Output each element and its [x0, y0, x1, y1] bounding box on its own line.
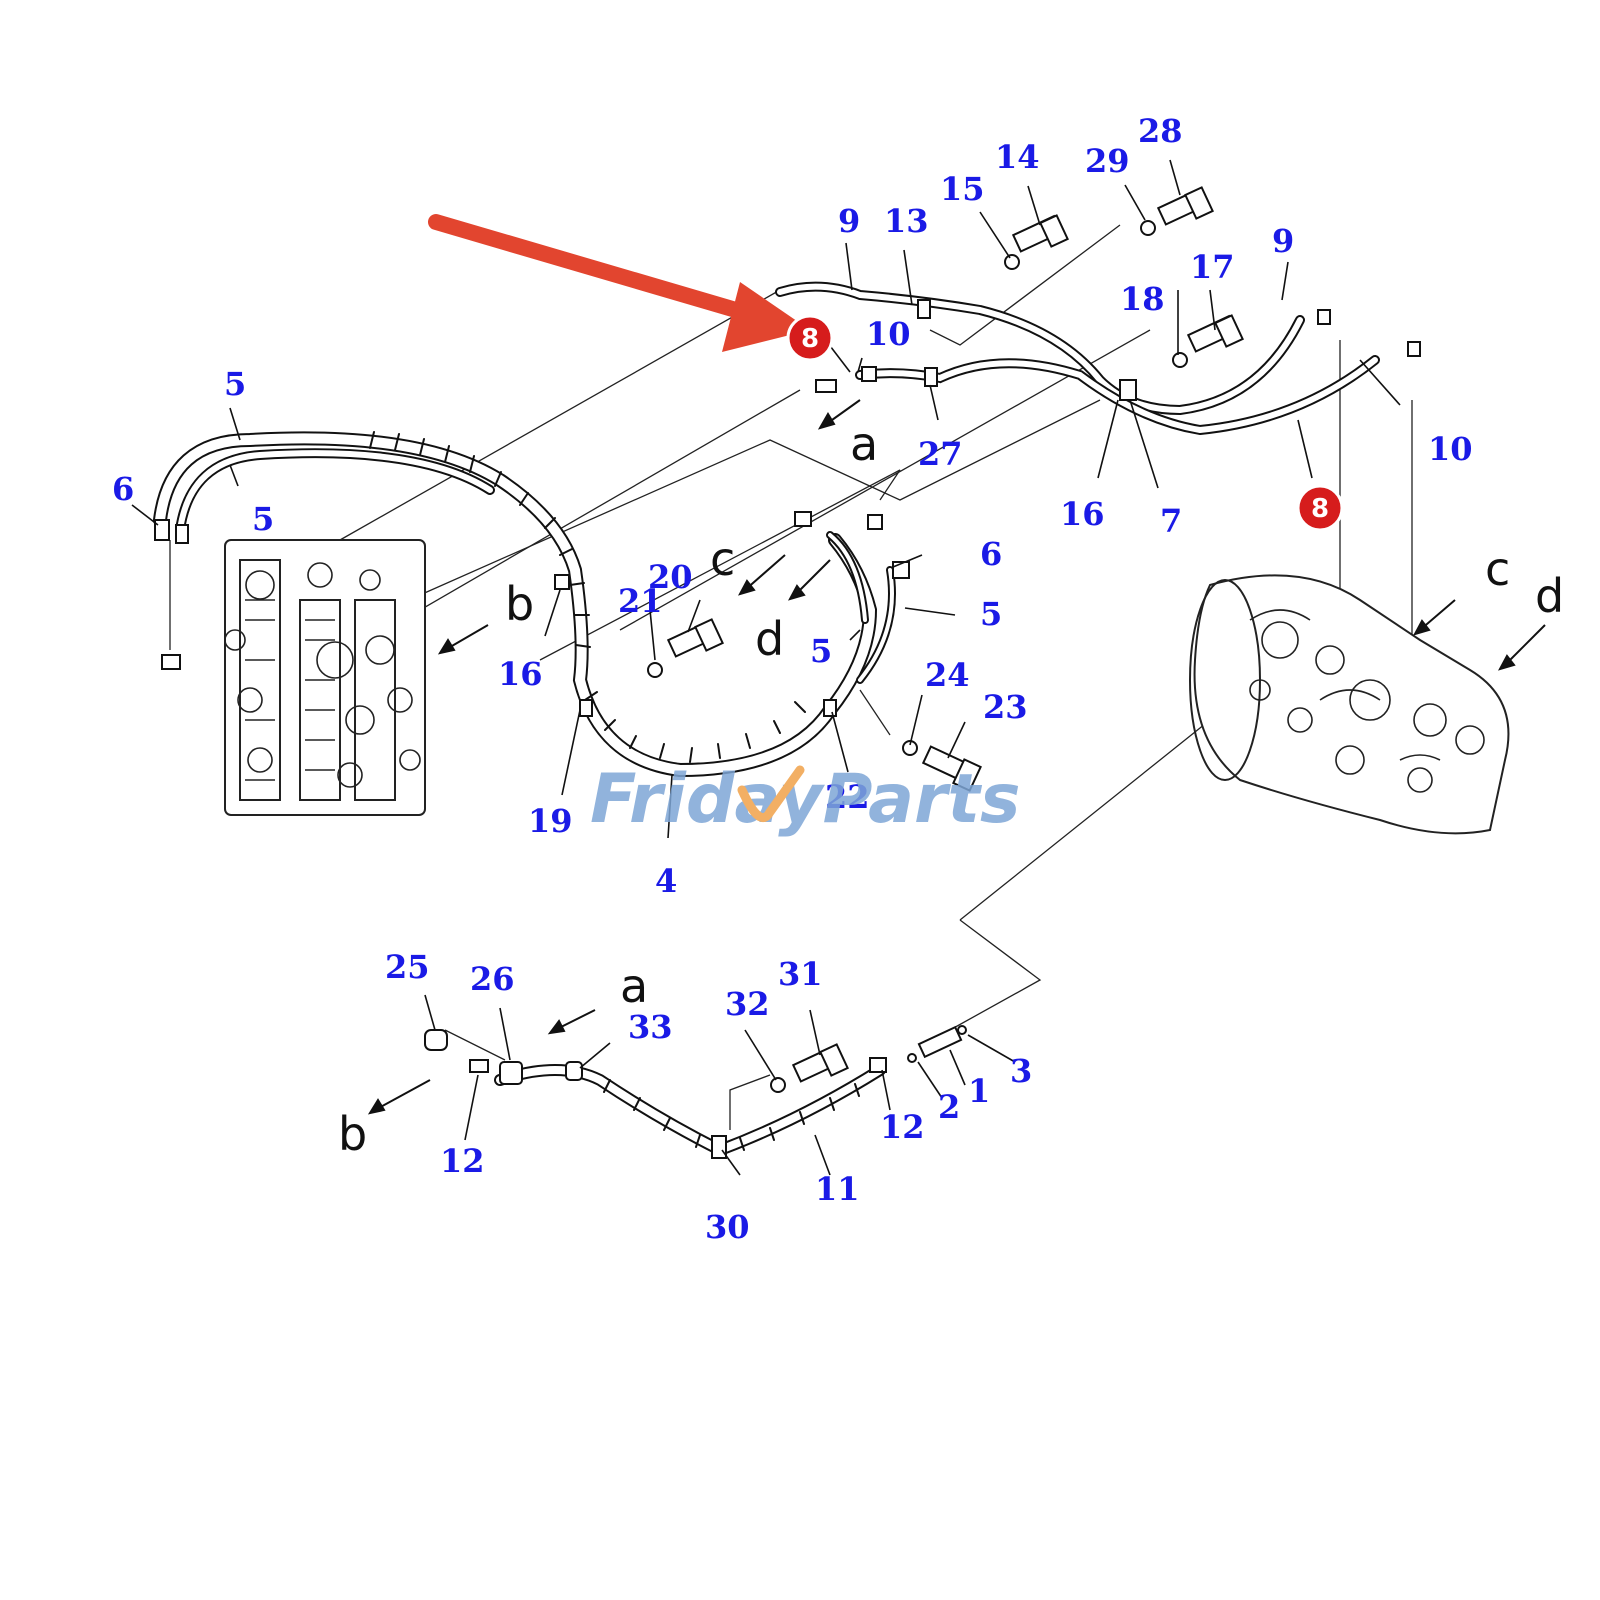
ref-letter-c: c — [1485, 542, 1510, 596]
callout-12: 12 — [440, 1142, 485, 1180]
pump-assembly — [1189, 574, 1510, 835]
bolt-28 — [1156, 186, 1214, 226]
callout-7: 7 — [1160, 502, 1182, 540]
callout-9: 9 — [1272, 222, 1294, 260]
ref-letter-c: c — [710, 532, 735, 586]
callout-14: 14 — [995, 138, 1040, 176]
bolt-20 — [666, 618, 724, 658]
leader-lines — [169, 224, 1413, 1130]
highlight-callout-8-right: 8 — [1296, 484, 1344, 532]
callout-27: 27 — [918, 435, 963, 473]
watermark-logo: FridayParts — [590, 760, 1021, 839]
callout-1: 1 — [968, 1072, 990, 1110]
callout-leaders — [131, 159, 1401, 1176]
ref-letter-a: a — [620, 959, 648, 1013]
ref-letter-a: a — [850, 417, 878, 471]
watermark-part-2: Parts — [823, 760, 1021, 839]
ref-letter-d: d — [755, 612, 784, 666]
callout-12: 12 — [880, 1108, 925, 1146]
callout-31: 31 — [778, 955, 823, 993]
highlight-callout-8-top: 8 — [786, 314, 834, 362]
callout-26: 26 — [470, 960, 515, 998]
callout-10: 10 — [1428, 430, 1473, 468]
reference-letters: a b c d c d a b — [338, 417, 1564, 1161]
callout-6: 6 — [980, 535, 1002, 573]
callout-5: 5 — [810, 632, 832, 670]
bolt-14 — [1011, 214, 1069, 253]
part-callouts: 5 5 6 16 19 4 21 20 5 6 5 24 23 22 9 13 … — [112, 112, 1473, 1246]
callout-18: 18 — [1120, 280, 1165, 318]
callout-15: 15 — [940, 170, 985, 208]
callout-21: 21 — [618, 582, 663, 620]
callout-13: 13 — [884, 202, 929, 240]
callout-4: 4 — [655, 862, 677, 900]
callout-25: 25 — [385, 948, 430, 986]
direction-arrows — [367, 399, 1546, 1115]
bolt-31 — [791, 1043, 849, 1083]
ref-letter-b: b — [505, 577, 534, 631]
control-valve-assembly — [224, 539, 426, 816]
callout-5: 5 — [252, 500, 274, 538]
callout-28: 28 — [1138, 112, 1183, 150]
callout-3: 3 — [1010, 1052, 1032, 1090]
callout-17: 17 — [1190, 248, 1235, 286]
indicator-arrow — [428, 214, 810, 352]
callout-19: 19 — [528, 802, 573, 840]
callout-10: 10 — [866, 315, 911, 353]
bolt-17 — [1186, 314, 1244, 353]
callout-11: 11 — [815, 1170, 860, 1208]
ref-letter-d: d — [1535, 569, 1564, 623]
callout-30: 30 — [705, 1208, 750, 1246]
callout-29: 29 — [1085, 142, 1130, 180]
bolt-23 — [921, 745, 982, 792]
callout-32: 32 — [725, 985, 770, 1023]
highlight-label: 8 — [801, 324, 819, 354]
callout-9: 9 — [838, 202, 860, 240]
svg-text:FridayParts: FridayParts — [590, 760, 1021, 839]
callout-16: 16 — [498, 655, 543, 693]
small-parts — [154, 186, 1421, 1159]
callout-24: 24 — [925, 656, 970, 694]
callout-23: 23 — [983, 688, 1028, 726]
callout-22: 22 — [825, 778, 870, 816]
callout-5: 5 — [980, 595, 1002, 633]
callout-20: 20 — [648, 558, 693, 596]
callout-16: 16 — [1060, 495, 1105, 533]
callout-33: 33 — [628, 1008, 673, 1046]
highlight-label: 8 — [1311, 494, 1329, 524]
ref-letter-b: b — [338, 1107, 367, 1161]
watermark-part-1: Friday — [590, 760, 825, 839]
callout-2: 2 — [938, 1088, 960, 1126]
callout-5: 5 — [224, 365, 246, 403]
callout-6: 6 — [112, 470, 134, 508]
